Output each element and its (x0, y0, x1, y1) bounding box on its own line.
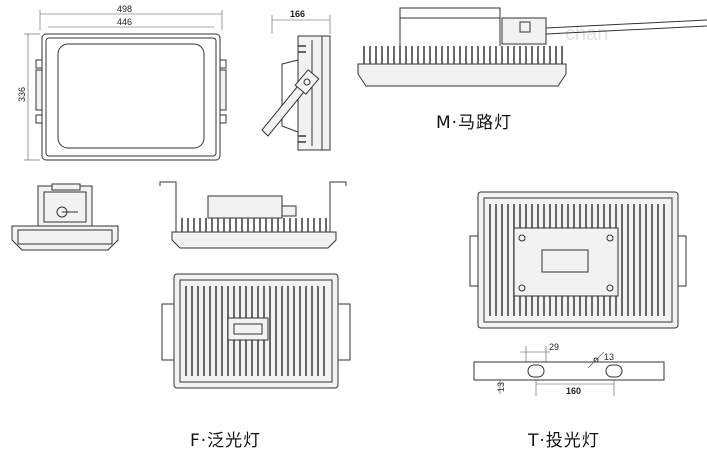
small-side-view (11, 183, 119, 251)
t-bracket-detail: 29 13 13 160 (473, 342, 665, 396)
dim-slot-height: 13 (496, 382, 506, 392)
side-view: 166 (261, 9, 331, 151)
dim-hole-pitch: 160 (566, 386, 581, 396)
dim-hole-dia: 13 (604, 352, 614, 362)
dim-inner-width: 446 (117, 17, 132, 27)
t-title: T·投光灯 (527, 431, 600, 451)
m-title: M·马路灯 (436, 113, 512, 133)
f-back-view (161, 273, 351, 389)
front-view: 498 446 336 (17, 4, 227, 161)
dim-slot-width: 29 (549, 342, 559, 352)
dim-depth: 166 (290, 9, 305, 19)
dim-outer-width: 498 (117, 4, 132, 14)
f-side-view (159, 181, 347, 249)
m-heatsink-view (357, 7, 707, 87)
dim-height: 336 (17, 87, 27, 102)
t-back-view (469, 191, 687, 329)
watermark: chan (565, 23, 608, 45)
f-title: F·泛光灯 (190, 431, 261, 451)
